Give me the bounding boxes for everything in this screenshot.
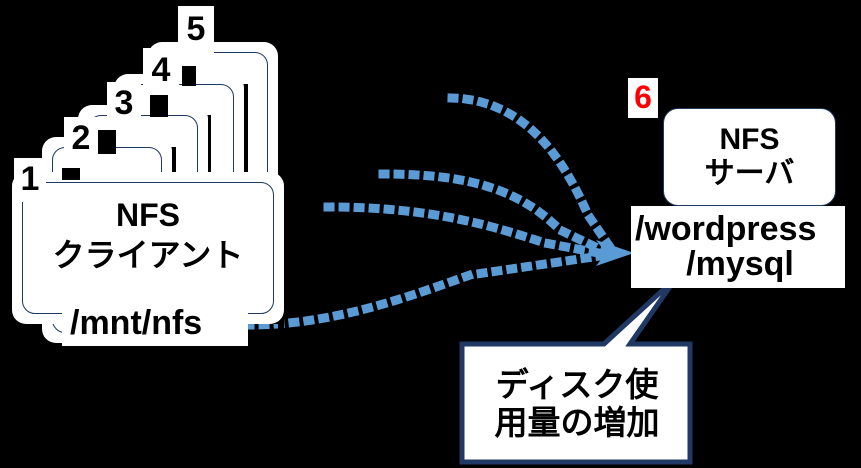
flow-arrowhead-icon (596, 240, 634, 266)
client-number-3: 3 (107, 82, 141, 126)
card-tab-1 (62, 168, 80, 180)
client-label-line2: クライアント (52, 237, 244, 273)
client-label-line1: NFS (116, 197, 180, 233)
client-number-4: 4 (143, 48, 179, 94)
card-tab-5 (182, 66, 196, 86)
client-number-5: 5 (178, 6, 214, 54)
card-tab-2 (98, 130, 116, 154)
card-tab-4 (150, 95, 168, 117)
callout-bubble (459, 276, 693, 465)
client-number-2: 2 (64, 117, 98, 161)
server-label-line1: NFS (719, 123, 780, 157)
client-number-1: 1 (14, 158, 46, 202)
client-card-1[interactable]: NFS クライアント (12, 172, 284, 324)
server-path-wordpress: /wordpress (635, 210, 817, 249)
nfs-server-card[interactable]: NFS サーバ (663, 108, 836, 206)
dotted-arrow-icon (243, 93, 619, 330)
server-export-paths: /wordpress /mysql (631, 206, 845, 288)
client-mount-path: /mnt/nfs (62, 300, 248, 346)
card-edge-5 (276, 52, 282, 242)
server-path-mysql: /mysql (686, 245, 794, 283)
server-number: 6 (628, 78, 658, 118)
server-label-line2: サーバ (704, 157, 795, 190)
